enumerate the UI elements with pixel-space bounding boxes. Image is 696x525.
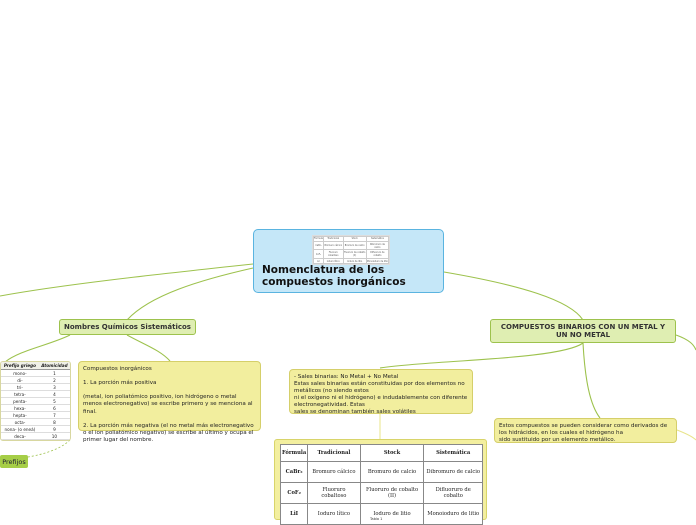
connector-right-edge <box>675 334 696 351</box>
connector-left-topic-note <box>126 334 171 362</box>
table-row: tetra-4 <box>1 390 70 398</box>
topic-compuestos-binarios[interactable]: COMPUESTOS BINARIOS CON UN METAL Y UN NO… <box>490 319 676 343</box>
connector-prefix-dashed <box>27 439 71 458</box>
table-row: mono-1 <box>1 369 70 377</box>
topic-nombres-quimicos[interactable]: Nombres Químicos Sistemáticos <box>59 319 196 335</box>
formula-table: Fórmula Tradicional Stock Sistemática Ca… <box>279 444 483 525</box>
table-row: di-2 <box>1 376 70 384</box>
prefijos-node[interactable]: Prefijos <box>0 455 28 468</box>
table-row: hexa-6 <box>1 404 70 412</box>
table-row: hepta-7 <box>1 411 70 419</box>
formula-table-caption: Tabla 1 <box>370 517 383 521</box>
connector-right-topic-salts <box>379 342 584 369</box>
note-sales-binarias[interactable]: - Sales binarias: No Metal + No Metal Es… <box>289 369 473 415</box>
central-title: Nomenclatura de los compuestos inorgánic… <box>262 264 406 288</box>
formula-header-formula: Fórmula <box>279 444 309 462</box>
prefix-table: Prefijo griego Atomicidad mono-1 di-2 tr… <box>1 362 70 440</box>
prefix-header-prefijo: Prefijo griego <box>1 362 39 370</box>
table-row: octa-8 <box>1 418 70 426</box>
connector-central-left-topic <box>126 267 254 321</box>
prefijos-label: Prefijos <box>2 457 26 466</box>
topic-label: Nombres Químicos Sistemáticos <box>64 323 191 331</box>
formula-header-tradicional: Tradicional <box>307 444 361 462</box>
prefix-table-node[interactable]: Prefijo griego Atomicidad mono-1 di-2 tr… <box>0 361 71 441</box>
connector-central-right-topic <box>443 271 584 321</box>
note-compuestos-inorganicos[interactable]: Compuestos inorgánicos 1. La porción más… <box>78 361 261 443</box>
topic-label: COMPUESTOS BINARIOS CON UN METAL Y UN NO… <box>500 323 666 339</box>
note-derivados-hidracidos[interactable]: Estos compuestos se pueden considerar co… <box>494 418 677 443</box>
formula-table-node[interactable]: Fórmula Tradicional Stock Sistemática Ca… <box>274 439 487 525</box>
table-row: deca-10 <box>1 432 70 440</box>
table-row: nona- (o eneá)9 <box>1 425 70 433</box>
connector-left-topic-table <box>4 334 71 363</box>
table-row: penta-5 <box>1 397 70 405</box>
connector-central-left-edge <box>0 263 254 297</box>
formula-header-stock: Stock <box>359 444 425 462</box>
connector-derived-right <box>676 429 696 441</box>
table-row: tri-3 <box>1 383 70 391</box>
formula-header-sistematica: Sistemática <box>423 444 483 462</box>
prefix-header-atomicidad: Atomicidad <box>38 362 70 370</box>
connector-right-topic-derived <box>582 342 601 419</box>
